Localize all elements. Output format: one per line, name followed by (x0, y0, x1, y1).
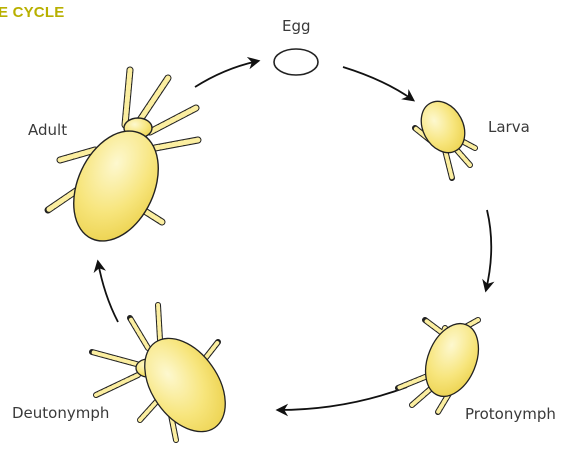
stage-label-adult: Adult (28, 121, 67, 139)
stage-label-protonymph: Protonymph (465, 405, 556, 423)
arrow-icon (486, 210, 491, 290)
stage-label-deutonymph: Deutonymph (12, 404, 109, 422)
diagram-title: E CYCLE (0, 4, 64, 21)
stage-label-larva: Larva (488, 118, 530, 136)
stage-label-egg: Egg (282, 17, 311, 35)
mite-icon-larva (413, 94, 475, 178)
mite-icon-deutonymph (92, 305, 242, 447)
arrow-icon (278, 387, 407, 410)
arrow-icon (195, 61, 258, 87)
arrow-icon (98, 262, 118, 322)
mite-icon-protonymph (398, 316, 488, 412)
egg-icon (274, 49, 318, 75)
mite-icon-adult (48, 70, 198, 255)
arrow-icon (343, 67, 413, 100)
